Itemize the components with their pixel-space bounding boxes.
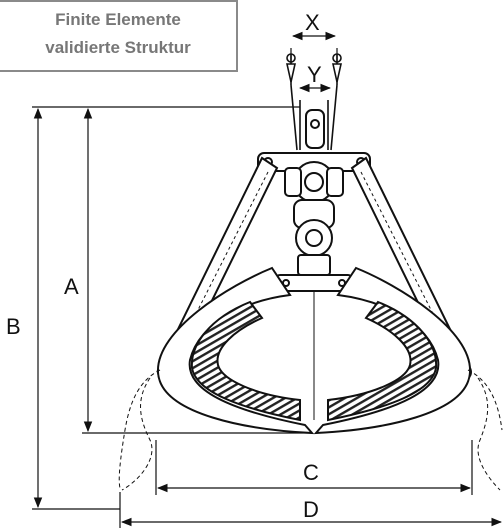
dimension-label-c: C <box>303 460 319 485</box>
grab-head <box>257 109 371 420</box>
dimension-label-y: Y <box>307 62 322 87</box>
badge-line-2: validierte Struktur <box>45 38 191 57</box>
dimension-label-x: X <box>305 10 320 35</box>
dimension-label-d: D <box>303 497 319 522</box>
dimension-label-a: A <box>64 274 79 299</box>
dimension-label-b: B <box>6 314 21 339</box>
fem-validated-badge: Finite Elemente validierte Struktur <box>0 0 238 72</box>
open-shell-outline <box>118 369 503 491</box>
grab-shells <box>156 266 472 435</box>
badge-line-1: Finite Elemente <box>55 10 181 29</box>
dimension-lines <box>32 31 503 528</box>
